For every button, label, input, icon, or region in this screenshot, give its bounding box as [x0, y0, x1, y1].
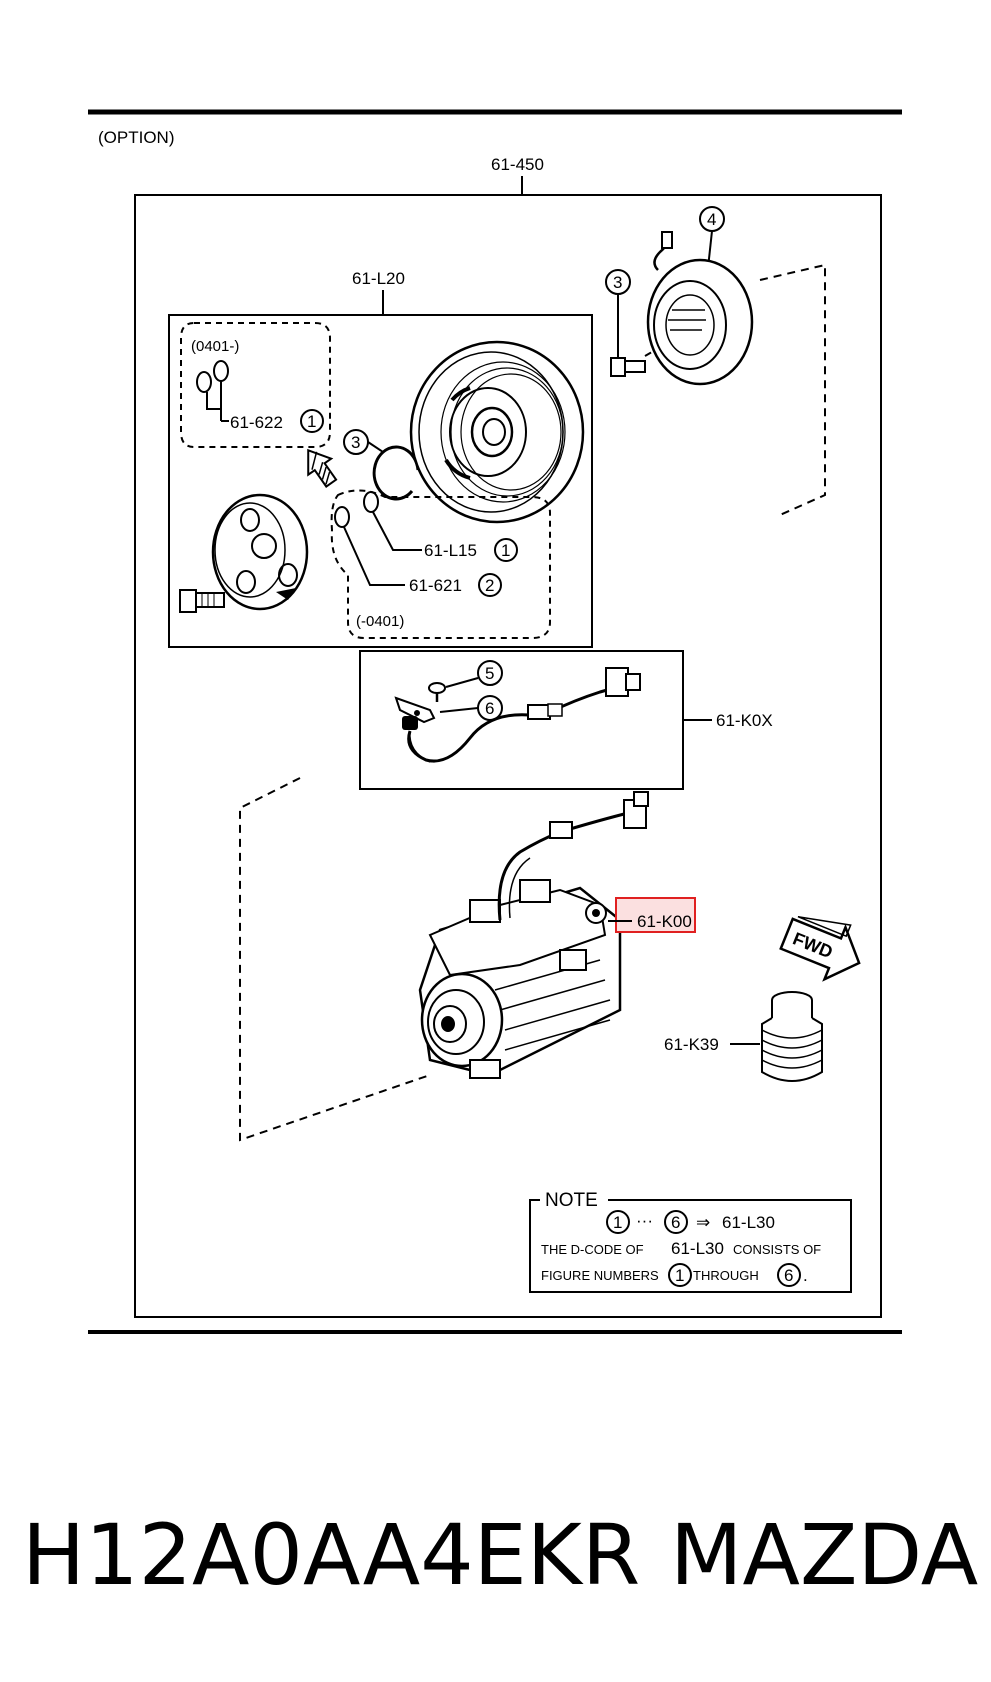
ref-circle-1 — [668, 1263, 692, 1287]
snap-ring-leader — [367, 441, 384, 453]
ref-number: 6 — [485, 699, 494, 718]
caption: H12A0AA4EKR MAZDA — [22, 1505, 982, 1615]
note-line3-from: 1 — [675, 1266, 684, 1285]
ref-number: 1 — [501, 541, 510, 560]
note-line3-end: . — [803, 1266, 808, 1285]
ref-number: 3 — [613, 273, 622, 292]
main-assembly-frame — [134, 194, 882, 1318]
ref-circle-1 — [494, 538, 518, 562]
ref-number: 2 — [485, 576, 494, 595]
brand-name: MAZDA — [670, 1506, 979, 1604]
note-range-to: 6 — [671, 1213, 680, 1232]
ref-circle-1 — [300, 409, 324, 433]
part-l15-leader — [372, 511, 422, 551]
note-line2-code: 61-L30 — [671, 1239, 724, 1258]
note-title: NOTE — [545, 1190, 598, 1211]
harness-group-code[interactable]: 61-K0X — [716, 711, 773, 730]
coil-dashed-guide — [759, 263, 826, 516]
pulley-group-frame — [168, 314, 593, 648]
filter-code-label[interactable]: 61-K39 — [664, 1035, 719, 1054]
ref-circle-2 — [478, 573, 502, 597]
hub-bolt-icon — [179, 589, 225, 613]
note-line2-suffix: CONSISTS OF — [733, 1242, 821, 1257]
screw-icon — [428, 682, 446, 702]
part-number: H12A0AA4EKR — [22, 1506, 641, 1604]
note-line3-to: 6 — [784, 1266, 793, 1285]
compressor-code-label[interactable]: 61-K00 — [637, 912, 692, 931]
ref-circle-5 — [477, 660, 503, 686]
note-line3-mid: THROUGH — [693, 1268, 759, 1283]
screw-leader — [445, 677, 479, 688]
coil-bolt-icon — [610, 357, 646, 377]
note-line3-prefix: FIGURE NUMBERS — [541, 1268, 659, 1283]
filter-icon — [761, 991, 823, 1082]
parts-diagram: (OPTION) 61-450 61-L20 (0401-) 61-622 1 … — [88, 109, 902, 1334]
clamp-leader — [439, 707, 479, 713]
armature-plate-icon — [211, 493, 309, 611]
date-to-label: (-0401) — [356, 613, 404, 630]
note-box — [529, 1199, 852, 1293]
wire-harness-icon — [394, 667, 641, 763]
ref-number: 3 — [351, 433, 360, 452]
note-line2-prefix: THE D-CODE OF — [541, 1242, 644, 1257]
part-621-leader — [343, 526, 405, 586]
ref-number: 1 — [307, 412, 316, 431]
note-range-from: 1 — [613, 1213, 622, 1232]
date-from-label: (0401-) — [191, 338, 239, 355]
fwd-arrow-icon: FWD — [779, 915, 861, 982]
ref-circle-1 — [606, 1210, 630, 1234]
o-ring-icon — [196, 371, 212, 393]
part-622-label[interactable]: 61-622 — [230, 413, 283, 432]
note-range-dots: ··· — [636, 1211, 653, 1230]
compressor-dashed-guide — [239, 777, 431, 1142]
part-621-label[interactable]: 61-621 — [409, 576, 462, 595]
date-to-dashed-outline — [330, 489, 551, 639]
compressor-highlight — [615, 897, 696, 933]
option-label: (OPTION) — [98, 128, 175, 147]
note-arrow: ⇒ — [696, 1213, 710, 1232]
ref-number: 4 — [707, 210, 716, 229]
pulley-group-code[interactable]: 61-L20 — [352, 269, 405, 288]
compressor-icon — [418, 791, 649, 1079]
ref-number: 5 — [485, 664, 494, 683]
install-arrow-icon — [307, 448, 338, 488]
date-from-dashed-outline — [180, 322, 331, 448]
part-622-leader — [206, 381, 222, 410]
note-target: 61-L30 — [722, 1213, 775, 1232]
field-coil-icon — [646, 231, 754, 386]
shim-icon — [363, 491, 379, 513]
snap-ring-icon — [372, 445, 420, 501]
pulley-icon — [409, 340, 585, 524]
shim-icon — [334, 506, 350, 528]
part-l15-label[interactable]: 61-L15 — [424, 541, 477, 560]
ref-circle-6 — [664, 1210, 688, 1234]
main-code-label[interactable]: 61-450 — [491, 155, 544, 174]
o-ring-icon — [213, 360, 229, 382]
ref-circle-6 — [777, 1263, 801, 1287]
